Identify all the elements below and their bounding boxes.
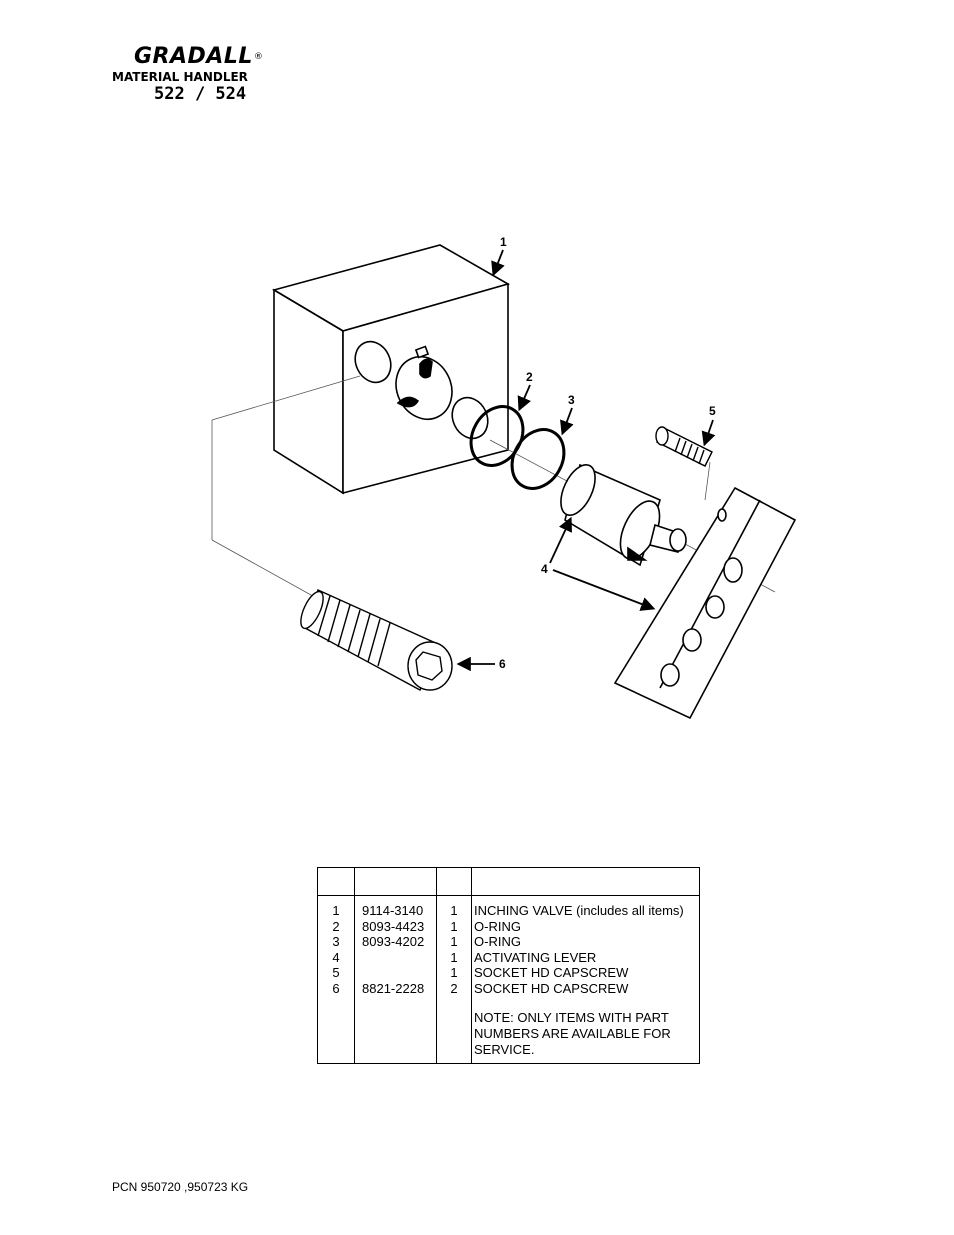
item-number: 2 bbox=[332, 918, 340, 934]
description: INCHING VALVE (includes all items) bbox=[474, 903, 684, 918]
description: SOCKET HD CAPSCREW bbox=[474, 981, 629, 996]
column-divider bbox=[436, 868, 437, 1063]
column-divider bbox=[471, 868, 472, 1063]
quantity: 1 bbox=[450, 965, 458, 981]
item-number: 6 bbox=[332, 981, 340, 996]
o-ring-3 bbox=[510, 428, 566, 490]
item-number: 5 bbox=[332, 965, 340, 981]
pcn-footer: PCN 950720 ,950723 KG bbox=[112, 1180, 249, 1194]
item-number: 4 bbox=[332, 949, 340, 965]
model-number: 522 / 524 bbox=[154, 84, 247, 104]
activating-lever bbox=[613, 486, 797, 720]
quantity: 1 bbox=[450, 903, 458, 918]
capscrew-large bbox=[300, 589, 453, 691]
header-divider bbox=[318, 895, 699, 896]
part-number: 8093-4202 bbox=[362, 934, 425, 950]
description: ACTIVATING LEVER bbox=[474, 949, 597, 965]
parts-table: 1 9114-3140 1 INCHING VALVE (includes al… bbox=[317, 867, 700, 1064]
callout-1: 1 bbox=[500, 235, 507, 249]
service-note: NOTE: ONLY ITEMS WITH PART NUMBERS ARE A… bbox=[474, 1010, 671, 1057]
callout-4: 4 bbox=[541, 562, 548, 576]
callout-3: 3 bbox=[568, 393, 575, 407]
callout-6: 6 bbox=[499, 657, 506, 671]
part-number: 8093-4423 bbox=[362, 918, 425, 934]
quantity: 1 bbox=[450, 949, 458, 965]
quantity: 1 bbox=[450, 918, 458, 934]
quantity: 1 bbox=[450, 934, 458, 950]
description: O-RING bbox=[474, 934, 521, 950]
quantity: 2 bbox=[450, 981, 458, 996]
brand-subtitle: MATERIAL HANDLER bbox=[112, 70, 248, 84]
item-number: 1 bbox=[332, 903, 340, 918]
gradall-logo: GRADALL® MATERIAL HANDLER 522 / 524 bbox=[112, 44, 282, 104]
item-number: 3 bbox=[332, 934, 340, 950]
brand-name: GRADALL® bbox=[134, 44, 264, 69]
callout-5: 5 bbox=[709, 404, 716, 418]
callout-2: 2 bbox=[526, 370, 533, 384]
description: O-RING bbox=[474, 918, 521, 934]
exploded-parts-diagram: 1 2 3 5 4 6 bbox=[200, 230, 820, 730]
valve-spool bbox=[560, 463, 687, 567]
registered-mark: ® bbox=[253, 52, 264, 62]
column-divider bbox=[354, 868, 355, 1063]
capscrew-small bbox=[655, 426, 713, 467]
description: SOCKET HD CAPSCREW bbox=[474, 965, 629, 981]
part-number: 8821-2228 bbox=[362, 981, 425, 996]
part-number: 9114-3140 bbox=[362, 903, 424, 918]
